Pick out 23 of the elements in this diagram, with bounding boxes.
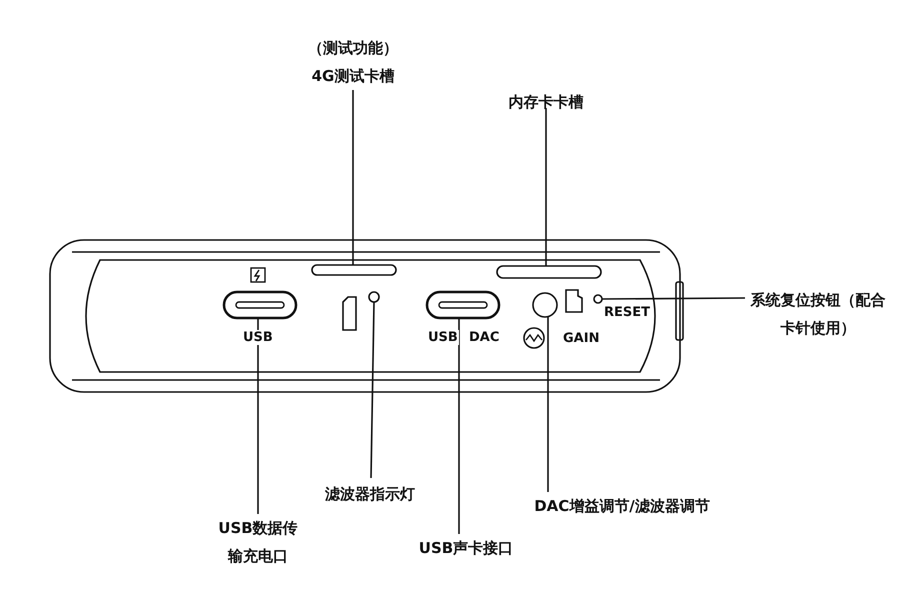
port-label: USB [242, 330, 274, 345]
callout-text: DAC增益调节/滤波器调节 [492, 492, 752, 520]
usb-c-port [222, 290, 298, 320]
leader-line [352, 90, 354, 265]
leader-line [257, 318, 259, 514]
callout-text: （测试功能）4G测试卡槽 [303, 34, 403, 90]
leader-line [547, 317, 549, 492]
card-slot [496, 265, 602, 279]
port-label: USB [427, 330, 459, 345]
leader-line [602, 297, 745, 300]
leader-line [370, 302, 375, 478]
usb-c-port [426, 290, 500, 320]
leader-line [458, 318, 460, 534]
card-slot [311, 264, 397, 276]
callout-text: USB数据传输充电口 [213, 514, 303, 570]
round-hole [368, 291, 380, 303]
round-hole [593, 294, 603, 304]
callout-text: 滤波器指示灯 [290, 480, 450, 508]
callout-text: USB声卡接口 [381, 534, 551, 562]
callout-text: 内存卡卡槽 [466, 88, 626, 116]
callout-text: 系统复位按钮（配合卡针使用） [748, 286, 888, 342]
round-hole [532, 292, 558, 318]
leader-line [545, 108, 547, 266]
